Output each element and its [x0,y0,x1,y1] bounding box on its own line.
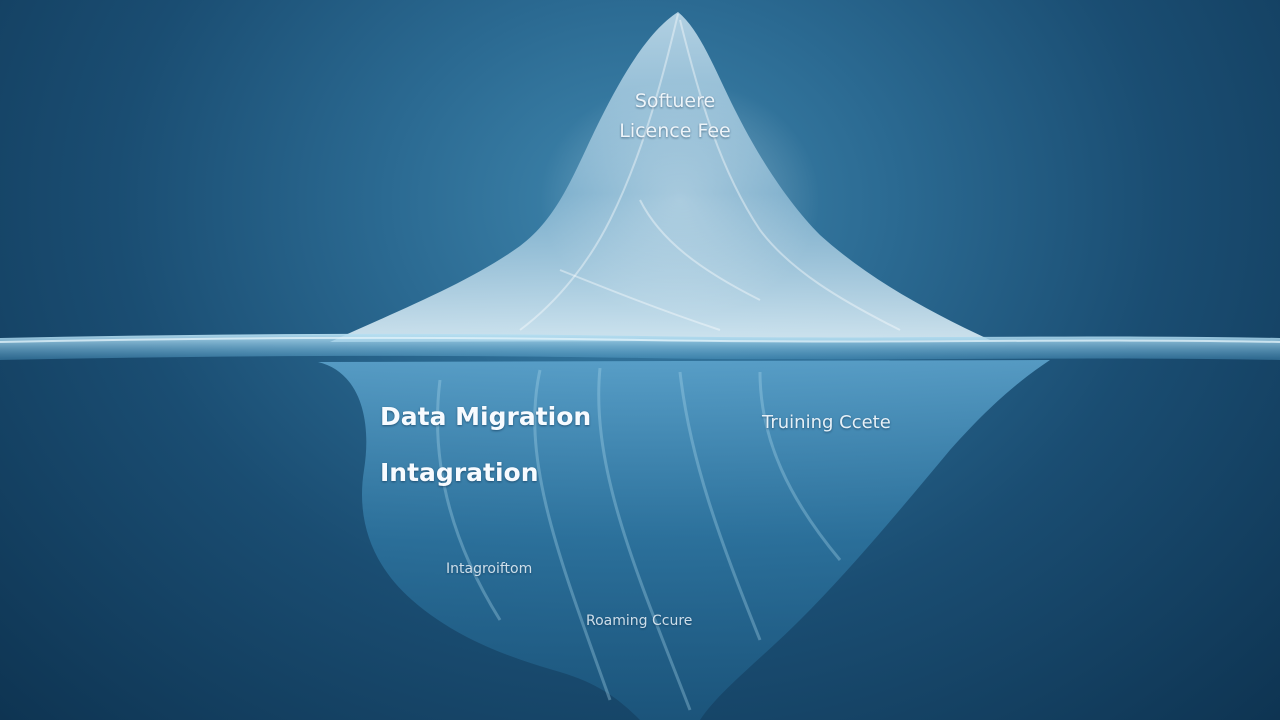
label-intagration: Intagration [380,458,539,487]
iceberg-underwater-mass [318,360,1050,720]
tip-highlight [540,80,820,320]
water-surface [0,333,1280,360]
underwater-ice-streaks [436,367,842,711]
water-line [0,336,1280,343]
label-intagratiom: Intagroiftom [446,561,533,577]
label-training-cost: Truining Ccete [762,412,891,433]
tip-label: Softuere Licence Fee [560,86,790,146]
tip-label-line1: Softuere [634,90,716,112]
label-roaming-cost: Roaming Ccure [586,613,693,629]
label-data-migration: Data Migration [380,402,592,431]
tip-label-line2: Licence Fee [619,120,731,142]
